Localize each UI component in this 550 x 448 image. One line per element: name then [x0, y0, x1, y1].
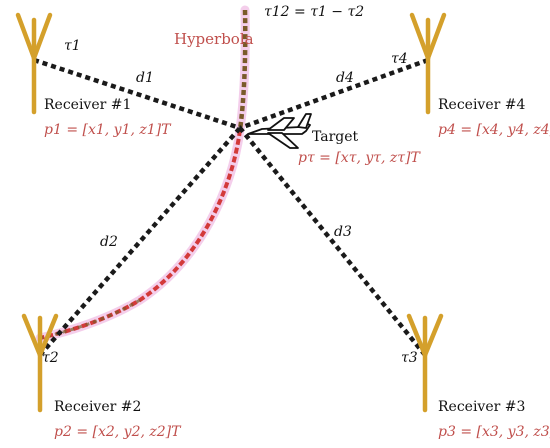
- receiver-4-name: Receiver #4: [438, 97, 525, 113]
- distance-label-d3: d3: [334, 224, 352, 240]
- receiver-2-name: Receiver #2: [54, 399, 141, 415]
- distance-label-d4: d4: [336, 70, 354, 86]
- receiver-2-position: p2 = [x2, y2, z2]T: [54, 424, 182, 440]
- hyperbola-label: Hyperbola: [174, 30, 254, 48]
- distance-label-d1: d1: [136, 70, 154, 86]
- path-line-d4: [239, 57, 429, 131]
- antenna-icon-receiver-1: [15, 12, 53, 115]
- target-label: Target: [312, 129, 359, 145]
- hyperbola-curve: [35, 5, 250, 343]
- tau-label-4: τ4: [391, 51, 408, 67]
- path-lines: [33, 57, 429, 357]
- receiver-1-name: Receiver #1: [44, 97, 131, 113]
- receiver-4-position: p4 = [x4, y4, z4]T: [438, 122, 550, 138]
- receiver-3-name: Receiver #3: [438, 399, 525, 415]
- airplane-icon: [247, 113, 312, 149]
- path-line-d3: [238, 126, 427, 357]
- antenna-icon-receiver-4: [409, 12, 447, 115]
- receiver-1-position: p1 = [x1, y1, z1]T: [44, 122, 172, 138]
- tau-label-3: τ3: [401, 350, 418, 366]
- delay-equation: τ12 = τ1 − τ2: [264, 4, 364, 20]
- target-position: pτ = [xτ, yτ, zτ]T: [298, 150, 421, 166]
- path-line-d2: [38, 126, 242, 357]
- antenna-icon-receiver-3: [406, 313, 444, 413]
- receiver-3-position: p3 = [x3, y3, z3]T: [438, 424, 550, 440]
- antenna-icon-receiver-2: [21, 313, 59, 413]
- path-line-d1: [33, 57, 241, 131]
- tau-label-2: τ2: [42, 350, 59, 366]
- tau-label-1: τ1: [64, 38, 81, 54]
- distance-label-d2: d2: [100, 234, 118, 250]
